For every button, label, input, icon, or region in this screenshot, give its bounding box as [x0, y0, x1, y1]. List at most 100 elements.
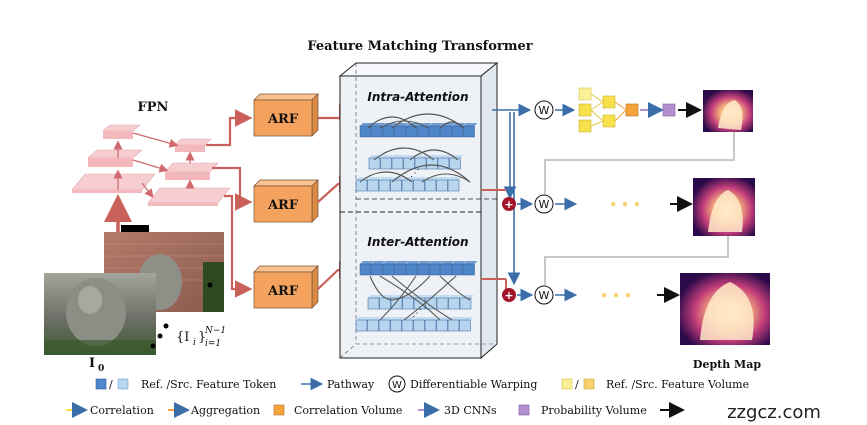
source-photo-back [104, 225, 224, 312]
feature-token [436, 297, 449, 310]
feature-token [405, 263, 418, 276]
token-top [360, 261, 374, 264]
arf-label-3: ARF [267, 284, 299, 299]
feature-token [440, 125, 452, 138]
token-top [390, 177, 405, 180]
warp-symbol-2: W [539, 198, 550, 211]
arf-label-1: ARF [267, 112, 299, 127]
feature-token [394, 263, 406, 276]
feature-token [417, 125, 429, 138]
intra-token-ellipsis: ⋰ [410, 168, 420, 179]
reference-photo [44, 273, 156, 355]
feature-token [367, 319, 379, 332]
legend-row-1: / Ref. /Src. Feature Token Pathway W Dif… [95, 375, 749, 393]
feature-token [378, 319, 391, 332]
token-top [429, 261, 443, 264]
feature-token [355, 179, 368, 192]
source-photos-ellipsis [150, 323, 169, 349]
legend-3dcnn-label: 3D CNNs [444, 404, 497, 417]
source-set-close: } [198, 330, 206, 345]
feature-token [436, 179, 448, 192]
fpn-to-arf-connections [206, 109, 253, 298]
depth-map-label: Depth Map [693, 358, 761, 371]
feature-token [414, 157, 427, 170]
feature-token [391, 157, 404, 170]
token-top [417, 123, 432, 126]
feature-token [390, 179, 402, 192]
red-feed-lines [481, 189, 507, 290]
legend-volume-separator: / [575, 378, 579, 391]
source-set-superscript: N−1 [204, 326, 226, 336]
legend-token-label: Ref. /Src. Feature Token [141, 378, 276, 391]
legend-prob-volume-label: Probability Volume [541, 404, 647, 417]
source-set-index: i [193, 338, 196, 348]
token-top [394, 261, 409, 264]
depth-map-medium [693, 178, 755, 236]
feature-token [402, 297, 414, 310]
intra-attention-arcs [359, 113, 471, 183]
depth-map-large [680, 273, 770, 345]
legend-token-separator: / [109, 378, 113, 391]
token-top [406, 123, 420, 126]
reference-image-subscript: 0 [98, 364, 104, 374]
inter-attention-arcs [369, 275, 471, 321]
token-top [452, 261, 466, 264]
feature-token [403, 157, 415, 170]
feature-token [401, 319, 414, 332]
source-set-label: {I i } N−1 i=1 [176, 326, 226, 349]
token-top [379, 177, 393, 180]
feature-token [371, 263, 383, 276]
reference-image-label: I 0 [89, 356, 104, 374]
feature-token [390, 297, 403, 310]
legend-aggregation-label: Aggregation [190, 404, 260, 417]
feature-token [437, 157, 450, 170]
token-top [368, 295, 382, 298]
token-top [415, 155, 429, 158]
arf-block-3: ARF [253, 265, 319, 309]
feature-token [426, 157, 438, 170]
warp-symbol-1: W [539, 104, 550, 117]
feature-token [463, 125, 475, 138]
token-top [438, 155, 452, 158]
feature-token [382, 263, 395, 276]
feature-token [451, 125, 464, 138]
feature-token [378, 179, 391, 192]
feature-token [355, 319, 368, 332]
feature-token [367, 179, 379, 192]
token-top [413, 177, 428, 180]
source-set-open: {I [176, 330, 189, 345]
intra-src-token-row-2 [355, 177, 462, 192]
ellipsis-row-3: • • • [600, 289, 631, 303]
token-top [406, 261, 420, 264]
intra-attention-label: Intra-Attention [367, 90, 468, 104]
token-top [463, 123, 478, 126]
legend-pathway-label: Pathway [327, 378, 375, 391]
token-top [371, 261, 386, 264]
token-top [440, 261, 455, 264]
arf-label-2: ARF [267, 198, 299, 213]
feature-token [371, 125, 383, 138]
token-top [367, 317, 382, 320]
token-top [459, 317, 474, 320]
warp-node-3: W [534, 285, 554, 305]
legend-correlation-label: Correlation [90, 404, 154, 417]
feature-token [447, 179, 460, 192]
feature-token [405, 125, 418, 138]
fpn-label: FPN [138, 100, 169, 115]
legend-warping-symbol: W [392, 380, 402, 391]
feature-token [463, 263, 475, 276]
inter-src-token-row-2 [355, 317, 474, 332]
legend-volume-label: Ref. /Src. Feature Volume [606, 378, 749, 391]
token-top [371, 123, 386, 126]
fpn-pyramid-left [71, 124, 156, 193]
token-top [390, 317, 405, 320]
token-top [463, 261, 478, 264]
token-top [425, 317, 439, 320]
watermark: zzgcz.com [727, 402, 821, 423]
inter-attention-label: Inter-Attention [367, 235, 468, 249]
legend-row-2: Correlation Aggregation Correlation Volu… [66, 402, 685, 418]
fpn-pyramid-right [147, 138, 231, 206]
token-top [356, 317, 370, 320]
feature-token [401, 179, 414, 192]
